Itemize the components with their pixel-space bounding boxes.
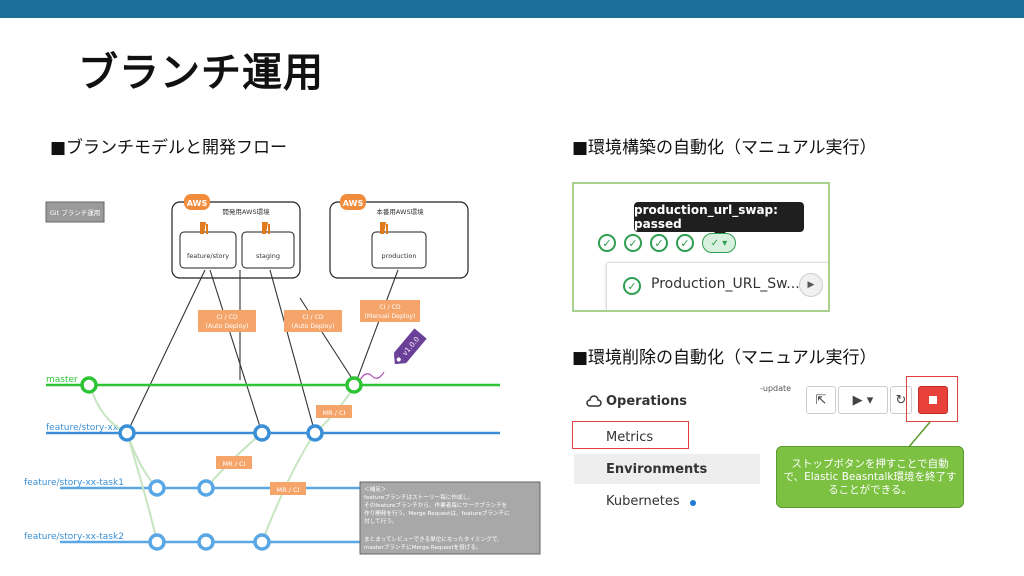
note-line-7: masterブランチにMerge Requestを投げる。 <box>364 543 482 551</box>
job-status-icon[interactable]: ✓ <box>624 234 642 252</box>
branch-story-label: feature/story-xx <box>46 423 119 433</box>
job-name[interactable]: Production_URL_Sw... <box>651 276 800 292</box>
eb-icon-1 <box>200 222 208 234</box>
branch-task2-label: feature/story-xx-task2 <box>24 532 124 542</box>
env-feature-story-box <box>179 231 237 269</box>
note-line-6: まとまってレビューできる単位になったタイミングで、 <box>364 535 503 543</box>
git-label: Git ブランチ運用 <box>50 208 100 217</box>
env-production: production <box>382 252 417 260</box>
cicd-auto-1-text: CI / CD <box>216 314 237 321</box>
env-staging-box <box>241 231 295 269</box>
mr-ci-2-text: MR / CI <box>223 460 246 468</box>
cicd-auto-1 <box>198 310 256 332</box>
job-dropdown: ✓ Production_URL_Sw... ▶ <box>606 262 828 310</box>
commit-task1-2 <box>197 479 215 497</box>
branch-task1-label: feature/story-xx-task1 <box>24 478 124 488</box>
commit-story-1 <box>118 424 136 442</box>
menu-item-metrics[interactable]: Metrics <box>606 430 654 445</box>
top-bar <box>0 0 1024 18</box>
stop-icon <box>929 396 937 404</box>
mr-ci-3-text: MR / CI <box>277 486 300 494</box>
aws-logo <box>184 194 210 210</box>
note-line-4: 対して行う。 <box>364 517 397 525</box>
pipeline-tooltip: production_url_swap: passed <box>634 202 804 238</box>
commit-task2-1 <box>148 533 166 551</box>
cloud-gear-icon <box>586 395 602 407</box>
dev-env-title: 開発用AWS環境 <box>222 207 270 216</box>
callout-pointer <box>907 421 931 449</box>
env-production-box <box>371 231 427 269</box>
eb-icon-3 <box>380 222 388 234</box>
mr-ci-2 <box>216 456 252 469</box>
eb-icon-2 <box>262 222 270 234</box>
section-branch-model: ■ブランチモデルと開発フロー <box>50 138 288 158</box>
aws-logo-prod-text: AWS <box>343 199 364 208</box>
aws-logo-prod <box>340 194 366 210</box>
branch-master-label: master <box>46 375 78 385</box>
section-env-delete: ■環境削除の自動化（マニュアル実行） <box>572 348 877 368</box>
mr-ci-1-text: MR / CI <box>323 409 346 417</box>
menu-item-kubernetes[interactable]: Kubernetes <box>606 494 680 509</box>
cicd-manual <box>360 300 420 322</box>
mr-ci-1 <box>316 405 352 418</box>
aws-logo-text: AWS <box>187 199 208 208</box>
mr-ci-3 <box>270 482 306 495</box>
commit-task1-1 <box>148 479 166 497</box>
note-line-1: featureブランチはストーリー毎に作成し、 <box>364 493 474 501</box>
env-feature-story: feature/story <box>187 252 229 260</box>
commit-story-3 <box>306 424 324 442</box>
commit-story-2 <box>253 424 271 442</box>
note-line-2: そのfeatureブランチから、作業者毎にワークブランチを <box>364 501 507 509</box>
status-dot <box>690 500 696 506</box>
page-title: ブランチ運用 <box>78 50 324 96</box>
note-line-0: ＜補足＞ <box>364 485 386 493</box>
commit-master-2 <box>345 376 363 394</box>
open-external-button[interactable]: ⇱ <box>806 386 836 414</box>
cicd-manual-text: CI / CD <box>379 304 400 311</box>
menu-item-environments-bg <box>574 454 760 484</box>
operations-menu: Operations Metrics Environments Kubernet… <box>574 382 760 526</box>
operations-header[interactable]: Operations <box>606 394 687 409</box>
note-lines: ＜補足＞ featureブランチはストーリー毎に作成し、 そのfeatureブラ… <box>364 485 510 551</box>
section-env-build: ■環境構築の自動化（マニュアル実行） <box>572 138 877 158</box>
cicd-auto-1-sub: (Auto Deploy) <box>206 323 249 330</box>
job-dropdown-toggle[interactable]: ✓ ▾ <box>702 233 736 253</box>
pipeline-screenshot: production_url_swap: passed ✓ ✓ ✓ ✓ ✓ ▾ … <box>572 182 830 312</box>
git-label-box <box>45 201 105 223</box>
stop-highlight <box>906 376 958 422</box>
job-status-icon[interactable]: ✓ <box>676 234 694 252</box>
stop-button[interactable] <box>918 386 948 414</box>
menu-item-environments[interactable]: Environments <box>606 462 708 477</box>
cicd-manual-sub: (Manual Deploy) <box>365 313 416 320</box>
job-status-icon[interactable]: ✓ <box>598 234 616 252</box>
version-tag: v1.0.0 <box>393 328 427 365</box>
env-name-fragment: -update <box>760 384 792 393</box>
branch-diagram: Git ブランチ運用 AWS 開発用AWS環境 feature/story st… <box>24 194 541 555</box>
cicd-auto-2 <box>284 310 342 332</box>
commit-nodes <box>80 376 363 551</box>
cicd-auto-2-text: CI / CD <box>302 314 323 321</box>
passed-icon: ✓ <box>623 277 641 295</box>
deploy-dropdown-button[interactable]: ▶ ▾ <box>838 386 888 414</box>
note-box <box>359 481 541 555</box>
deploy-arrows <box>126 269 399 434</box>
env-staging: staging <box>256 252 280 260</box>
prod-env-title: 本番用AWS環境 <box>376 207 424 216</box>
job-status-icon[interactable]: ✓ <box>650 234 668 252</box>
metrics-highlight <box>572 421 689 449</box>
commit-master-1 <box>80 376 98 394</box>
stop-callout: ストップボタンを押すことで自動で、Elastic Beasntalk環境を終了す… <box>776 446 964 508</box>
cicd-auto-2-sub: (Auto Deploy) <box>292 323 335 330</box>
play-icon[interactable]: ▶ <box>799 273 823 297</box>
commit-task2-3 <box>253 533 271 551</box>
commit-task2-2 <box>197 533 215 551</box>
note-line-3: 作り開発を行う。Merge Requestは、featureブランチに <box>364 509 510 517</box>
tag-link <box>359 371 385 381</box>
